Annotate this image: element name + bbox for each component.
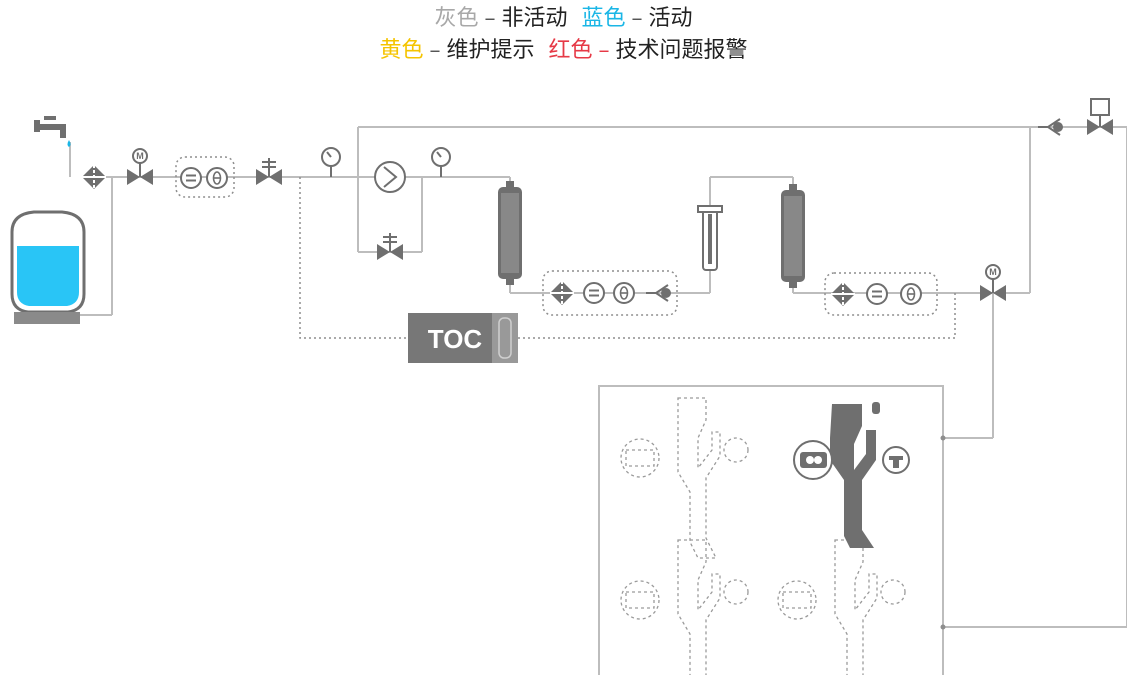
- conductivity-sensor-icon: [583, 282, 605, 304]
- pressure-gauge-icon: [431, 147, 451, 178]
- legend-blue-word: 蓝色: [581, 6, 626, 31]
- uv-lamp-icon: [697, 205, 723, 271]
- legend-gray-desc: 非活动: [501, 6, 568, 31]
- legend-separator: –: [429, 38, 441, 63]
- regulating-valve-icon[interactable]: [377, 233, 403, 260]
- legend-blue-desc: 活动: [648, 6, 693, 31]
- cartridge-icon: [498, 181, 522, 285]
- legend-line-1: 灰色–非活动 蓝色–活动: [0, 4, 1127, 34]
- dispenser-icon[interactable]: [620, 539, 749, 675]
- tap-icon: [34, 116, 71, 147]
- dispenser-icon[interactable]: [620, 397, 749, 559]
- conductivity-sensor-icon: [866, 283, 888, 305]
- solenoid-valve-icon[interactable]: [1087, 98, 1113, 135]
- dispenser-icon[interactable]: [777, 539, 906, 675]
- legend-line-2: 黄色–维护提示 红色–技术问题报警: [0, 36, 1127, 66]
- filter-icon: [81, 164, 107, 190]
- cartridge-icon: [781, 184, 805, 288]
- sensor-group-1: [175, 156, 235, 198]
- legend-separator: –: [631, 6, 643, 31]
- motor-valve-icon[interactable]: [127, 149, 153, 185]
- pump-icon[interactable]: [374, 161, 406, 193]
- toc-label: TOC: [428, 324, 483, 354]
- water-tank-icon: [10, 210, 86, 324]
- legend-red-desc: 技术问题报警: [615, 38, 748, 63]
- toc-monitor-icon: TOC: [408, 313, 518, 363]
- legend-gray-word: 灰色: [434, 6, 479, 31]
- legend-separator: –: [484, 6, 496, 31]
- regulating-valve-icon[interactable]: [256, 158, 282, 185]
- temperature-sensor-icon: [900, 283, 922, 305]
- dispenser-panel: [598, 385, 944, 675]
- legend-separator: –: [598, 38, 610, 63]
- dispenser-icon[interactable]: [793, 402, 910, 548]
- pressure-gauge-icon: [321, 147, 341, 178]
- legend-red-word: 红色: [548, 38, 593, 63]
- conductivity-sensor-icon: [180, 167, 202, 189]
- legend-yellow-word: 黄色: [379, 38, 424, 63]
- sensor-group-3: [824, 272, 938, 316]
- temperature-sensor-icon: [613, 282, 635, 304]
- toc-sample-line: [299, 177, 956, 339]
- temperature-sensor-icon: [206, 167, 228, 189]
- filter-icon: [549, 280, 575, 306]
- legend-yellow-desc: 维护提示: [446, 38, 535, 63]
- filter-icon: [830, 281, 856, 307]
